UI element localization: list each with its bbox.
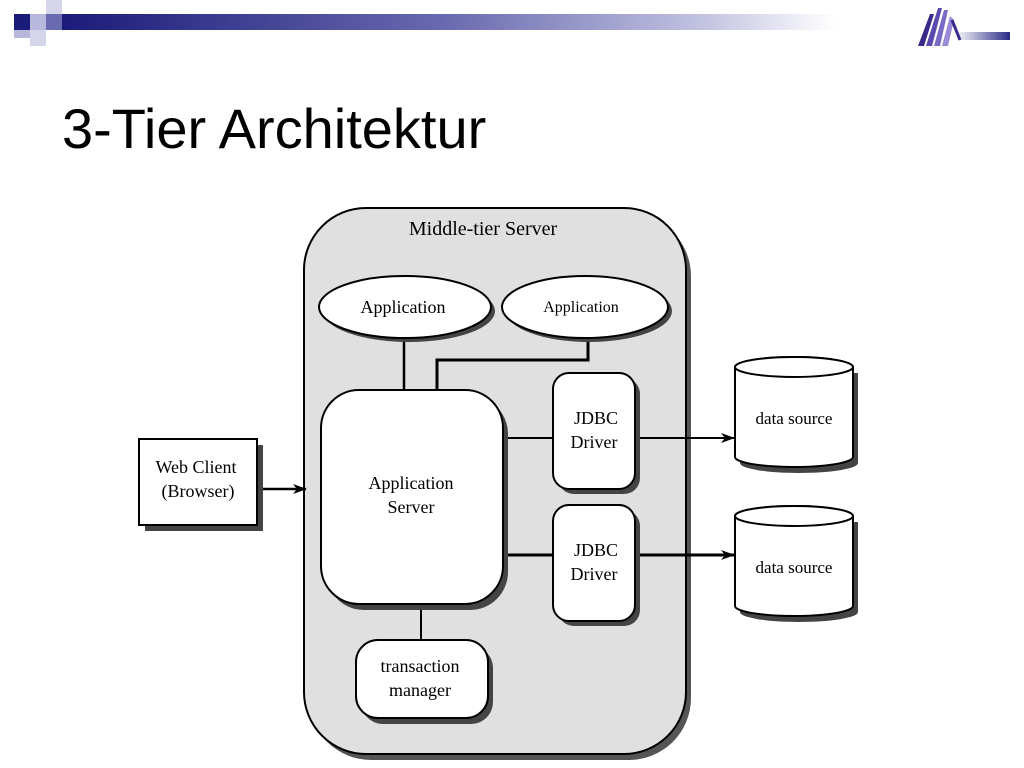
application-server-box: Application Server (320, 389, 508, 610)
application-server-label-2: Server (388, 497, 435, 517)
application-ellipse-2: Application (501, 275, 672, 342)
header-bar (14, 0, 1010, 46)
jdbc-driver-box-2: JDBC Driver (552, 504, 640, 626)
transaction-label-2: manager (389, 680, 451, 700)
jdbc-label-2b: Driver (571, 564, 618, 584)
jdbc-label-1b: Driver (571, 432, 618, 452)
web-client-label-1: Web Client (155, 457, 236, 477)
application-label-2: Application (543, 299, 619, 316)
data-source-cylinder-2: data source (734, 505, 858, 622)
application-server-label-1: Application (369, 473, 454, 493)
data-source-label-2: data source (756, 558, 833, 577)
slide-title: 3-Tier Architektur (62, 97, 487, 160)
web-client-box: Web Client (Browser) (138, 438, 263, 531)
transaction-manager-box: transaction manager (355, 639, 493, 724)
header-gradient-line (62, 14, 922, 30)
header-squares-icon (14, 0, 62, 46)
transaction-label-1: transaction (381, 656, 460, 676)
application-ellipse-1: Application (318, 275, 495, 342)
jdbc-label-2a: JDBC (574, 540, 618, 560)
connectors (256, 338, 735, 642)
data-source-cylinder-1: data source (734, 356, 858, 473)
middle-tier-label: Middle-tier Server (409, 218, 558, 240)
jdbc-driver-box-1: JDBC Driver (552, 372, 640, 494)
web-client-label-2: (Browser) (162, 481, 235, 502)
logo-icon (918, 8, 962, 46)
data-source-label-1: data source (756, 409, 833, 428)
jdbc-label-1a: JDBC (574, 408, 618, 428)
application-label-1: Application (361, 297, 446, 317)
